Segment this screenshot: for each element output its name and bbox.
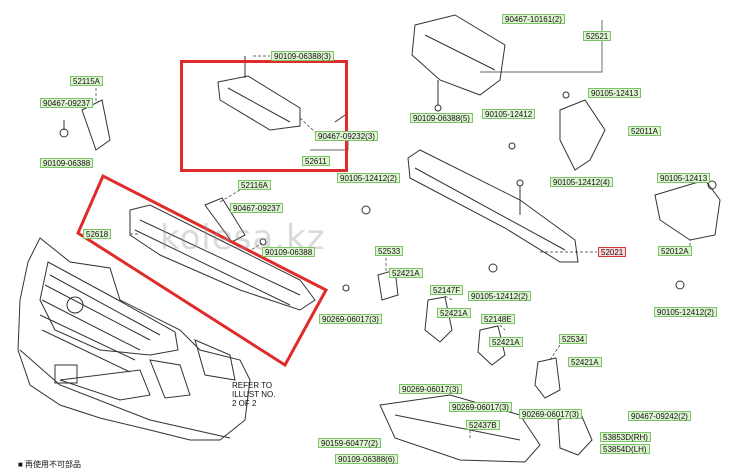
part-label[interactable]: 52116A bbox=[238, 180, 271, 190]
part-label[interactable]: 90467-09232(3) bbox=[315, 131, 378, 141]
part-label[interactable]: 90105-12413 bbox=[657, 173, 711, 183]
part-label[interactable]: 53854D(LH) bbox=[600, 444, 650, 454]
part-label[interactable]: 52421A bbox=[437, 308, 471, 318]
bracket-52011a-drawing bbox=[559, 99, 606, 171]
retainer-drawing bbox=[217, 56, 346, 131]
part-label[interactable]: 90105-12412(4) bbox=[550, 177, 613, 187]
part-label[interactable]: 90105-12412(2) bbox=[654, 307, 717, 317]
part-label[interactable]: 53853D(RH) bbox=[600, 432, 651, 442]
part-label[interactable]: 90269-06017(3) bbox=[449, 402, 512, 412]
lower-cover-drawing bbox=[379, 394, 541, 463]
part-label[interactable]: 90109-06388(5) bbox=[410, 113, 473, 123]
part-label[interactable]: 52148E bbox=[481, 314, 515, 324]
grille-cover-drawing bbox=[129, 204, 316, 311]
front-bumper-drawing bbox=[17, 237, 251, 441]
bracket-52148e-drawing bbox=[477, 325, 506, 366]
bracket-52116a-drawing bbox=[204, 197, 246, 243]
part-label[interactable]: 90109-06388 bbox=[262, 247, 316, 257]
refer-note: REFER TO ILLUST NO. 2 OF 2 bbox=[232, 381, 276, 408]
part-label-highlighted[interactable]: 52021 bbox=[598, 247, 627, 257]
part-label[interactable]: 52011A bbox=[628, 126, 661, 136]
part-label[interactable]: 52421A bbox=[489, 337, 523, 347]
highlight-retainer-box bbox=[180, 60, 348, 172]
reinforcement-drawing bbox=[361, 149, 579, 273]
upper-stay-drawing bbox=[411, 14, 506, 112]
part-label[interactable]: 52521 bbox=[583, 31, 612, 41]
part-label[interactable]: 90467-09237 bbox=[230, 203, 284, 213]
part-label[interactable]: 52421A bbox=[568, 357, 602, 367]
bracket-52534-drawing bbox=[534, 357, 561, 399]
part-label[interactable]: 90105-12412 bbox=[482, 109, 536, 119]
part-label[interactable]: 52533 bbox=[375, 246, 404, 256]
part-label[interactable]: 90105-12412(2) bbox=[468, 291, 531, 301]
part-label[interactable]: 90109-06388 bbox=[40, 158, 94, 168]
part-label[interactable]: 90105-12412(2) bbox=[337, 173, 400, 183]
part-label[interactable]: 52611 bbox=[302, 156, 330, 166]
part-label[interactable]: 90269-06017(3) bbox=[519, 409, 582, 419]
part-label[interactable]: 52534 bbox=[559, 334, 588, 344]
part-label[interactable]: 52437B bbox=[466, 420, 500, 430]
part-label[interactable]: 90467-10161(2) bbox=[502, 14, 565, 24]
part-label[interactable]: 90467-09237 bbox=[40, 98, 94, 108]
part-label[interactable]: 52115A bbox=[70, 76, 103, 86]
part-label[interactable]: 52421A bbox=[389, 268, 423, 278]
leader-lines bbox=[95, 55, 691, 440]
part-label[interactable]: 52147F bbox=[430, 285, 464, 295]
part-label[interactable]: 90105-12413 bbox=[588, 88, 642, 98]
bracket-52147f-drawing bbox=[424, 296, 453, 343]
part-label[interactable]: 90109-06388(3) bbox=[271, 51, 334, 61]
part-label[interactable]: 90467-09242(2) bbox=[628, 411, 691, 421]
part-label[interactable]: 52618 bbox=[83, 229, 112, 239]
footer-note: ■ 再使用不可部品 bbox=[18, 460, 82, 469]
part-label[interactable]: 52012A bbox=[658, 246, 692, 256]
part-label[interactable]: 90159-60477(2) bbox=[318, 438, 381, 448]
part-label[interactable]: 90269-06017(3) bbox=[399, 384, 462, 394]
part-label[interactable]: 90109-06388(6) bbox=[335, 454, 398, 464]
bracket-left-drawing bbox=[59, 99, 111, 151]
part-label[interactable]: 90269-06017(3) bbox=[319, 314, 382, 324]
